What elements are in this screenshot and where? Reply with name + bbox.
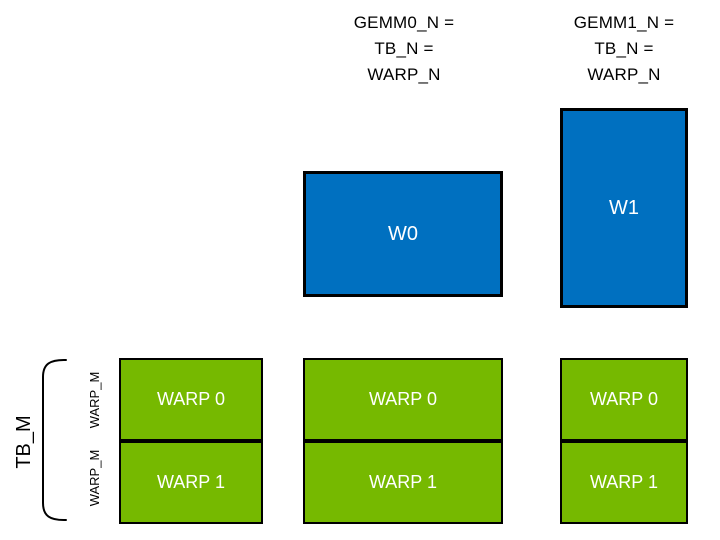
gemm1-n-column-header: GEMM1_N = TB_N = WARP_N	[573, 13, 675, 84]
accumulator-tile-w0: W0	[303, 171, 503, 297]
warp0-cell: WARP 0	[560, 358, 688, 441]
warp-group-right: WARP 0 WARP 1	[560, 358, 688, 524]
tb-m-bracket	[42, 358, 67, 522]
warp-m-label-bottom: WARP_M	[87, 449, 102, 507]
warp-group-left: WARP 0 WARP 1	[119, 358, 263, 524]
warp1-cell: WARP 1	[560, 441, 688, 524]
tb-m-label: TB_M	[13, 415, 35, 469]
warp-m-label-top: WARP_M	[87, 371, 102, 429]
warp0-cell: WARP 0	[119, 358, 263, 441]
warp1-cell: WARP 1	[119, 441, 263, 524]
warp-group-middle: WARP 0 WARP 1	[303, 358, 503, 524]
warp0-cell: WARP 0	[303, 358, 503, 441]
gemm0-n-column-header: GEMM0_N = TB_N = WARP_N	[353, 13, 455, 84]
accumulator-tile-w1: W1	[560, 108, 688, 308]
warp1-cell: WARP 1	[303, 441, 503, 524]
